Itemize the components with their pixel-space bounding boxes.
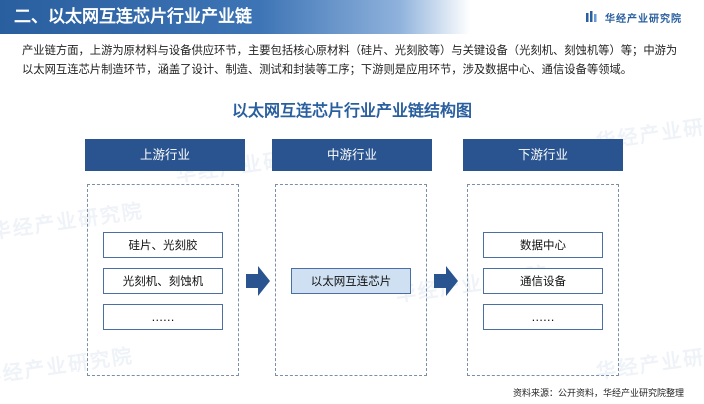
page-header: 二、以太网互连芯片行业产业链 华经产业研究院 <box>0 0 704 34</box>
downstream-item: …… <box>483 304 603 330</box>
intro-paragraph: 产业链方面，上游为原材料与设备供应环节，主要包括核心原材料（硅片、光刻胶等）与关… <box>22 44 678 76</box>
arrow-right-icon <box>434 266 458 296</box>
stage-header-upstream: 上游行业 <box>85 139 245 171</box>
stage-box-midstream: 以太网互连芯片 <box>275 184 427 376</box>
stage-box-upstream: 硅片、光刻胶 光刻机、刻蚀机 …… <box>87 184 239 376</box>
stage-header-downstream: 下游行业 <box>463 139 623 171</box>
diagram-title: 以太网互连芯片行业产业链结构图 <box>231 101 472 120</box>
brand: 华经产业研究院 <box>585 9 682 25</box>
upstream-item: 光刻机、刻蚀机 <box>103 268 223 294</box>
upstream-item: 硅片、光刻胶 <box>103 232 223 258</box>
page-title: 二、以太网互连芯片行业产业链 <box>14 7 252 27</box>
brand-name: 华经产业研究院 <box>605 13 682 25</box>
downstream-item: 通信设备 <box>483 268 603 294</box>
source-note: 资料来源：公开资料，华经产业研究院整理 <box>512 389 684 399</box>
header-bar <box>0 0 470 34</box>
stage-header-midstream: 中游行业 <box>272 139 432 171</box>
brand-logo-icon <box>586 11 597 22</box>
midstream-item: 以太网互连芯片 <box>291 268 411 294</box>
upstream-item: …… <box>103 304 223 330</box>
arrow-right-icon <box>246 266 270 296</box>
downstream-item: 数据中心 <box>483 232 603 258</box>
stage-box-downstream: 数据中心 通信设备 …… <box>467 184 619 376</box>
